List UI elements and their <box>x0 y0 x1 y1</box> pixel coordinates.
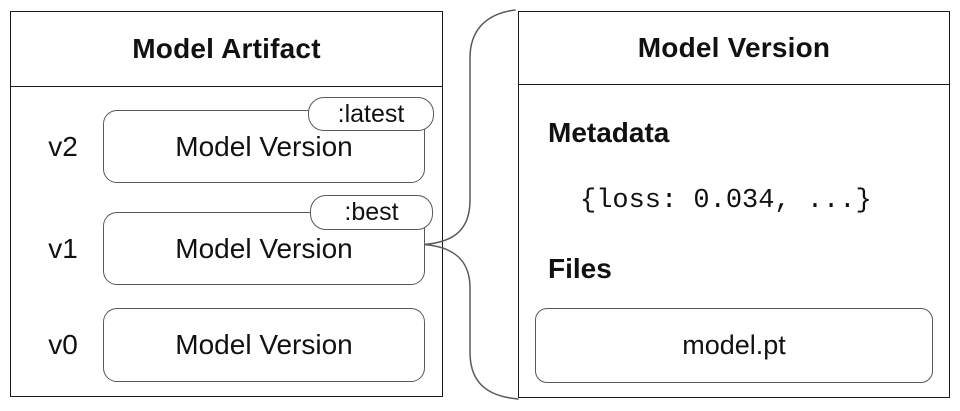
version-label-v0: v0 <box>48 329 78 360</box>
file-box-model-pt: model.pt <box>535 308 933 383</box>
metadata-value: {loss: 0.034, ...} <box>580 186 872 216</box>
version-label-v1: v1 <box>48 232 78 264</box>
curly-brace-connector <box>423 9 519 400</box>
model-artifact-title: Model Artifact <box>11 12 442 87</box>
metadata-heading: Metadata <box>548 117 670 148</box>
version-label-v2: v2 <box>48 130 78 162</box>
files-heading: Files <box>548 253 612 284</box>
tag-latest: :latest <box>308 97 434 131</box>
model-version-title: Model Version <box>519 12 949 85</box>
model-version-box-v0: Model Version <box>103 308 425 382</box>
model-version-box-v1: Model Version <box>103 212 425 285</box>
tag-best: :best <box>310 195 433 230</box>
